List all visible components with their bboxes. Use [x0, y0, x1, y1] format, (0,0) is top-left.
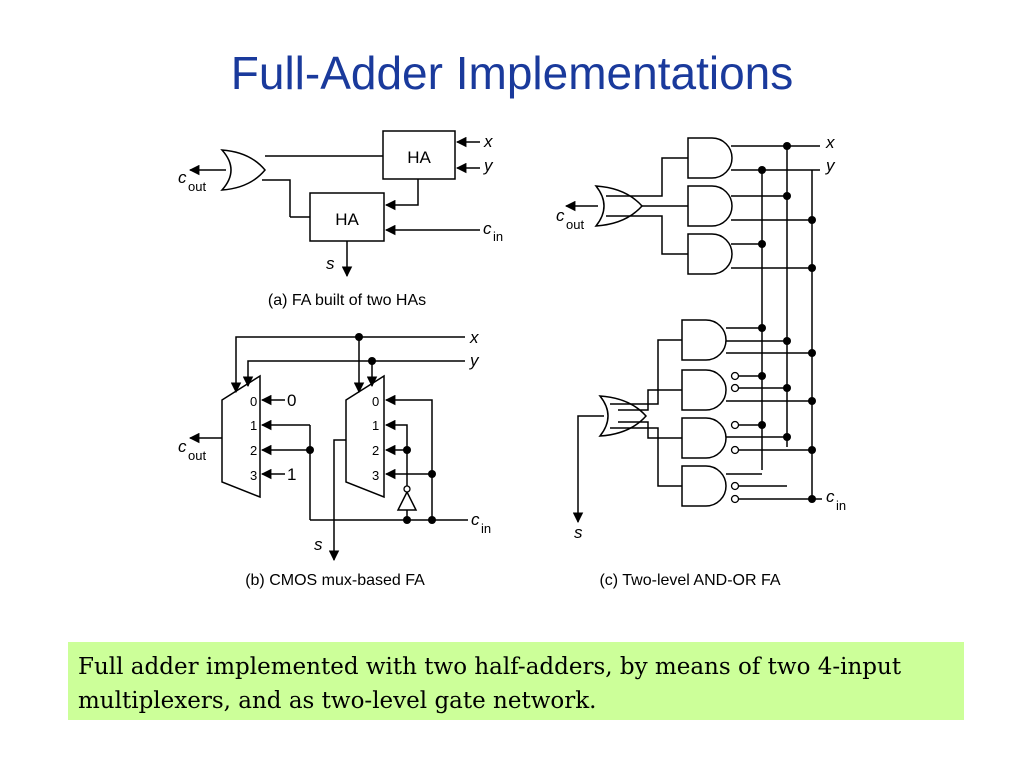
carry-in-subscript: in — [493, 229, 503, 244]
input-y-label: y — [483, 156, 494, 175]
and-gate-sum-1 — [681, 319, 727, 361]
mux-sum-input-1: 1 — [372, 418, 379, 433]
and-gate-carry-2 — [687, 185, 733, 227]
carry-in-label: c — [471, 510, 480, 529]
mux-sum-input-2: 2 — [372, 443, 379, 458]
description-box: Full adder implemented with two half-add… — [68, 642, 964, 720]
carry-in-label: c — [826, 487, 835, 506]
diagram-a-caption: (a) FA built of two HAs — [268, 292, 426, 309]
input-y-label: y — [469, 351, 480, 370]
input-y-label: y — [825, 156, 836, 175]
mux-carry-input-0: 0 — [250, 394, 257, 409]
mux-carry-input-1: 1 — [250, 418, 257, 433]
half-adder-bottom-label: HA — [335, 210, 359, 229]
mux-carry-input-3: 3 — [250, 468, 257, 483]
input-x-label: x — [483, 132, 493, 151]
diagram-a: HA HA x y c in c out s (a) FA built of t… — [178, 130, 503, 309]
constant-one: 1 — [287, 465, 296, 484]
slide-title: Full-Adder Implementations — [230, 47, 794, 99]
mux-carry-input-2: 2 — [250, 443, 257, 458]
or-gate — [220, 149, 266, 191]
carry-in-subscript: in — [836, 498, 846, 513]
half-adder-top — [382, 130, 456, 180]
carry-out-subscript: out — [188, 448, 206, 463]
and-gate-sum-2 — [681, 369, 727, 411]
diagram-c: x y c out c — [556, 133, 846, 589]
sum-label: s — [326, 254, 335, 273]
carry-in-label: c — [483, 219, 492, 238]
carry-in-subscript: in — [481, 521, 491, 536]
sum-label: s — [314, 535, 323, 554]
half-adder-top-label: HA — [407, 148, 431, 167]
sum-label: s — [574, 523, 583, 542]
and-gate-carry-1 — [687, 137, 733, 179]
and-gate-sum-4 — [681, 465, 727, 507]
carry-out-label: c — [178, 168, 187, 187]
diagram-b-caption: (b) CMOS mux-based FA — [245, 572, 425, 589]
mux-sum-input-0: 0 — [372, 394, 379, 409]
full-adder-diagrams: HA HA x y c in c out s (a) FA built of t… — [178, 130, 846, 589]
and-gate-sum-3 — [681, 417, 727, 459]
carry-out-label: c — [178, 437, 187, 456]
input-x-label: x — [469, 328, 479, 347]
half-adder-bottom — [309, 192, 385, 242]
input-x-label: x — [825, 133, 835, 152]
or-gate-sum — [598, 395, 648, 437]
carry-out-subscript: out — [566, 217, 584, 232]
constant-zero: 0 — [287, 391, 296, 410]
and-gate-carry-3 — [687, 233, 733, 275]
diagram-b: 0 1 2 3 0 1 2 3 x y 0 1 — [178, 328, 491, 589]
carry-out-label: c — [556, 206, 565, 225]
carry-out-subscript: out — [188, 179, 206, 194]
diagram-c-caption: (c) Two-level AND-OR FA — [599, 572, 780, 589]
or-gate-carry — [594, 185, 644, 227]
mux-sum-input-3: 3 — [372, 468, 379, 483]
